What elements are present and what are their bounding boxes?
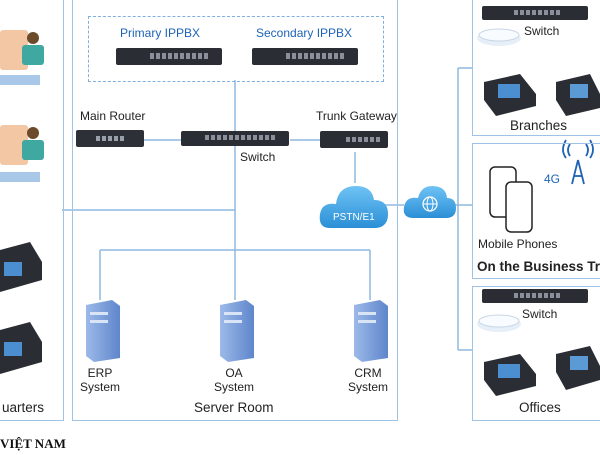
hq-ip-phone-icon	[0, 242, 42, 374]
primary-ippbx-label: Primary IPPBX	[120, 26, 201, 40]
branch-ip-phone-icon	[484, 74, 600, 116]
oa-server-icon	[220, 300, 254, 362]
secondary-ippbx-device	[252, 48, 358, 65]
erp-system-word: System	[79, 380, 120, 394]
pstn-label: PSTN/E1	[333, 212, 375, 223]
hq-office-workers-icon	[0, 30, 44, 182]
offices-title: Offices	[519, 400, 561, 415]
ippbx-group-box	[88, 16, 384, 82]
server-room-panel	[72, 0, 398, 421]
oa-name: OA	[225, 366, 243, 380]
branches-title: Branches	[510, 118, 568, 133]
trunk-gateway-device	[320, 131, 388, 148]
primary-ippbx-device	[116, 48, 222, 65]
core-switch-label: Switch	[240, 150, 276, 164]
erp-system-label: ERP System	[76, 366, 124, 394]
internet-cloud-icon	[403, 186, 456, 218]
crm-server-icon	[354, 300, 388, 362]
branch-switch-label: Switch	[524, 24, 560, 38]
secondary-ippbx-label: Secondary IPPBX	[256, 26, 353, 40]
crm-system-label: CRM System	[344, 366, 392, 394]
crm-name: CRM	[354, 366, 382, 380]
business-trip-title: On the Business Trip	[477, 259, 600, 274]
erp-name: ERP	[87, 366, 113, 380]
branch-access-point-icon	[477, 28, 521, 46]
mobile-phones-label: Mobile Phones	[478, 237, 558, 251]
business-trip-panel	[472, 143, 600, 279]
headquarters-title: uarters	[2, 400, 45, 415]
oa-system-label: OA System	[210, 366, 258, 394]
mobile-phone-icon	[489, 166, 533, 233]
network-4g-label: 4G	[544, 172, 561, 186]
core-switch-device	[181, 131, 289, 146]
footer-text: VIỆT NAM	[0, 436, 66, 451]
trunk-gateway-label: Trunk Gateway	[316, 109, 397, 123]
branch-switch-device	[482, 6, 588, 20]
office-access-point-icon	[477, 314, 521, 332]
office-switch-label: Switch	[522, 307, 558, 321]
headquarters-panel	[0, 0, 64, 421]
cell-tower-icon	[562, 139, 594, 185]
server-room-title: Server Room	[194, 400, 274, 415]
office-switch-device	[482, 289, 588, 303]
oa-system-word: System	[213, 380, 254, 394]
main-router-device	[76, 130, 144, 147]
office-ip-phone-icon	[484, 346, 600, 396]
crm-system-word: System	[347, 380, 388, 394]
main-router-label: Main Router	[80, 109, 146, 123]
erp-server-icon	[86, 300, 120, 362]
pstn-cloud-icon	[319, 186, 388, 228]
offices-panel	[472, 286, 600, 421]
connection-lines	[62, 67, 472, 351]
branches-panel	[472, 0, 600, 136]
